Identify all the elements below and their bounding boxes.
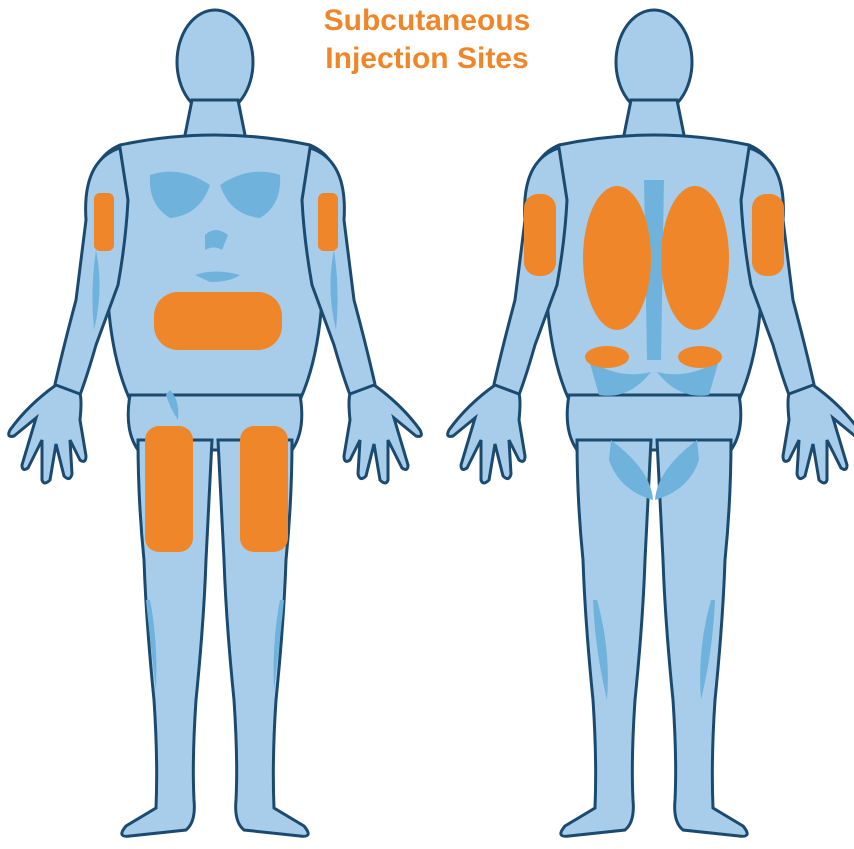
back-site-left-lower-back xyxy=(585,346,629,368)
front-figure xyxy=(9,10,422,836)
front-site-right-upper-arm xyxy=(318,193,338,251)
back-site-left-upper-back xyxy=(583,186,651,330)
front-body-outline xyxy=(9,10,422,836)
back-figure xyxy=(448,10,854,836)
front-site-right-thigh xyxy=(240,426,288,552)
front-site-left-upper-arm xyxy=(94,193,114,251)
back-site-right-lower-back xyxy=(678,346,722,368)
back-site-right-upper-back xyxy=(661,186,729,330)
back-body-outline xyxy=(448,10,854,836)
front-site-left-thigh xyxy=(145,426,193,552)
back-site-left-upper-arm xyxy=(524,194,556,276)
back-site-right-upper-arm xyxy=(752,194,784,276)
front-site-abdomen xyxy=(154,292,282,350)
